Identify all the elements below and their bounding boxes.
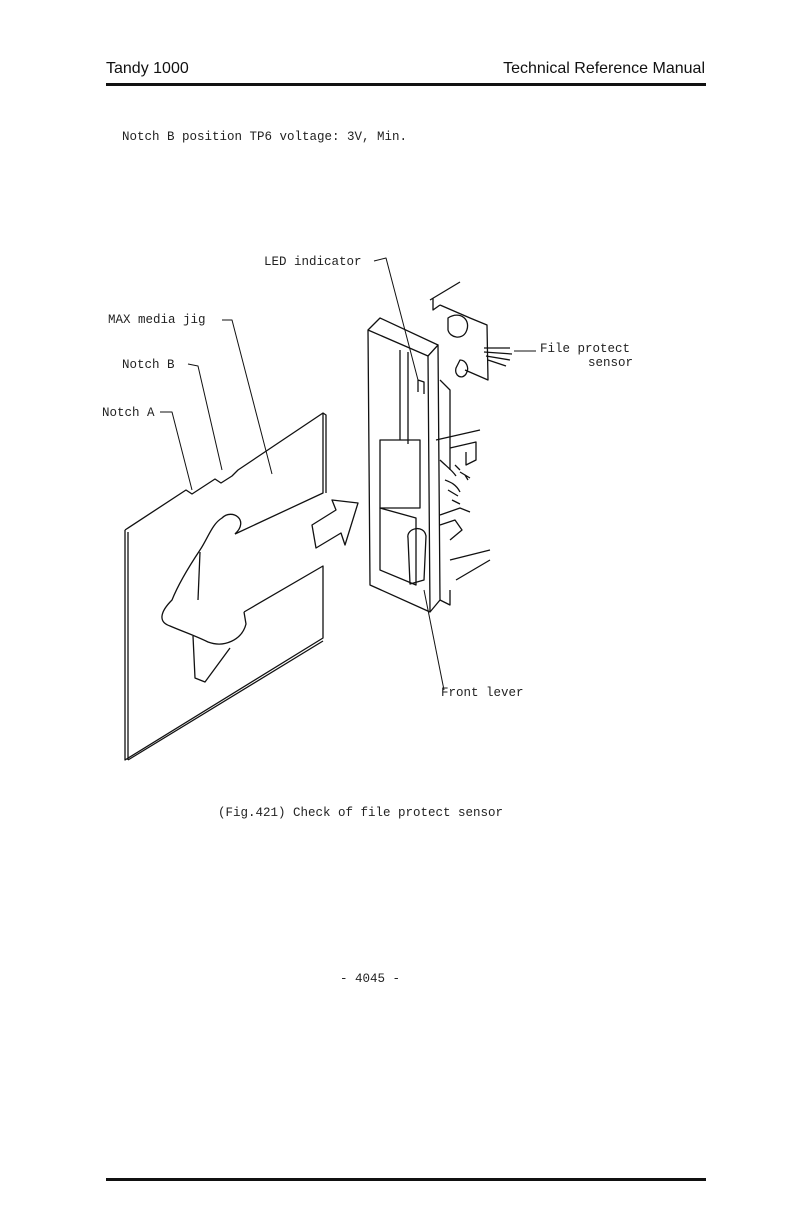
- label-notch-b: Notch B: [122, 358, 175, 372]
- label-file-protect: File protect: [540, 342, 630, 356]
- label-led-indicator: LED indicator: [264, 255, 362, 269]
- drive-front-panel: [368, 318, 450, 612]
- footer-rule: [106, 1178, 706, 1181]
- figure-caption: (Fig.421) Check of file protect sensor: [218, 806, 503, 820]
- label-notch-a: Notch A: [102, 406, 155, 420]
- insertion-arrow: [312, 500, 358, 548]
- drive-chassis: [430, 282, 512, 580]
- max-media-jig-card: [125, 413, 326, 760]
- label-front-lever: Front lever: [441, 686, 524, 700]
- label-sensor: sensor: [588, 356, 633, 370]
- label-max-media-jig: MAX media jig: [108, 313, 206, 327]
- page-number: - 4045 -: [340, 972, 400, 986]
- leader-lines: [160, 258, 536, 690]
